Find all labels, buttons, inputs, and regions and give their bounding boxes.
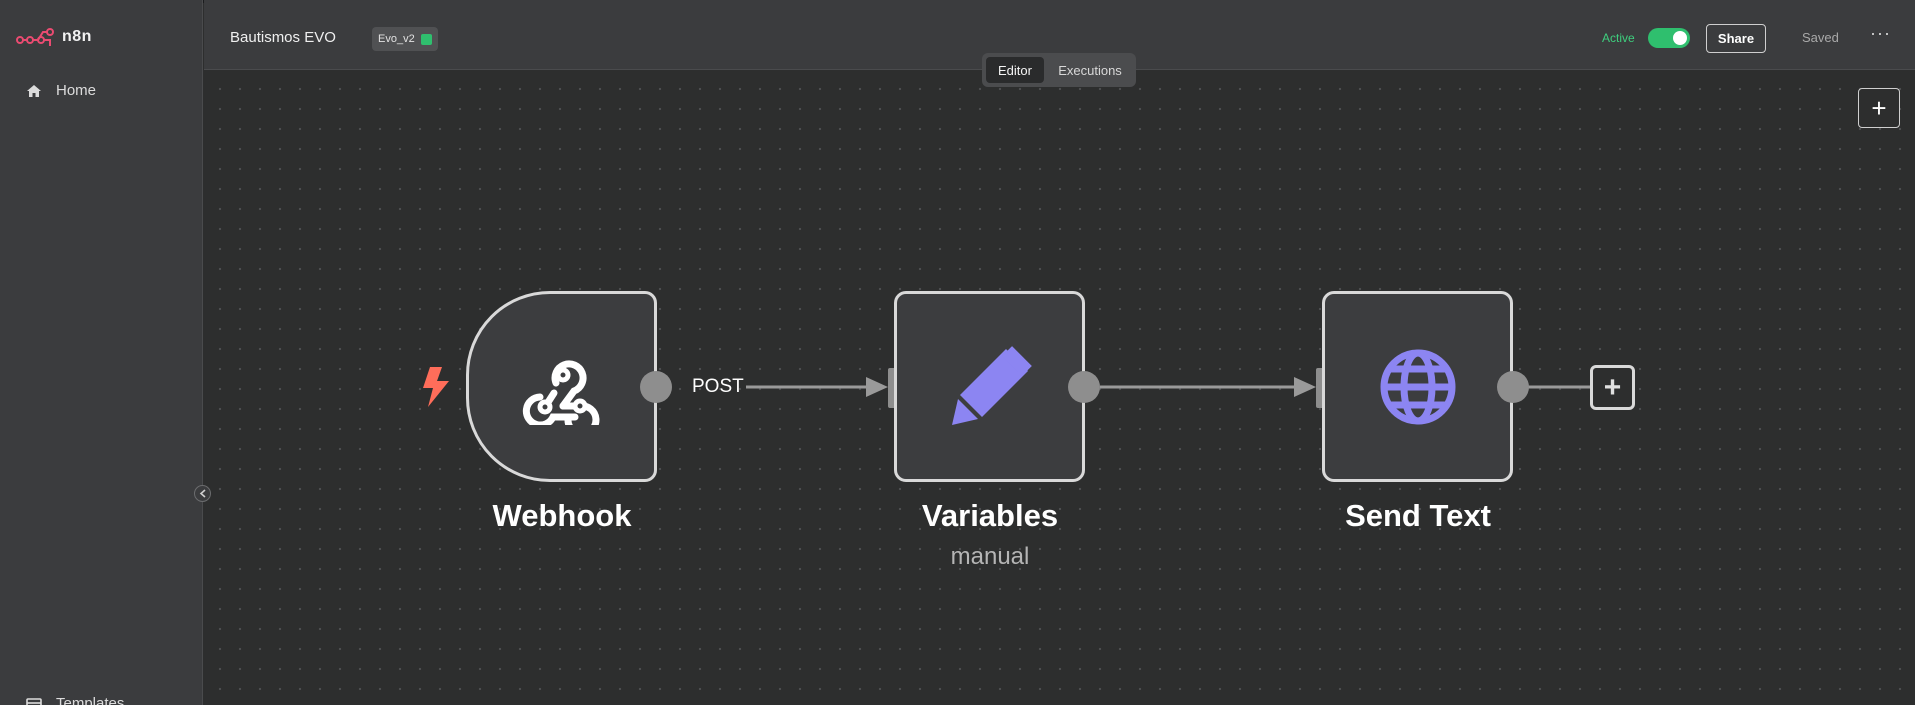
- globe-icon: [1378, 347, 1458, 427]
- tag-label: Evo_v2: [378, 33, 415, 45]
- pencil-icon: [948, 345, 1032, 429]
- edge-label: POST: [692, 376, 744, 397]
- view-switch: Editor Executions: [982, 53, 1136, 87]
- active-toggle[interactable]: [1648, 28, 1690, 48]
- send-text-output-handle[interactable]: [1497, 371, 1529, 403]
- webhook-output-handle[interactable]: [640, 371, 672, 403]
- sidebar-item-label: Home: [56, 82, 97, 99]
- sidebar-collapse-button[interactable]: [194, 485, 211, 502]
- plus-icon: +: [1871, 92, 1887, 123]
- more-options-icon[interactable]: ···: [1870, 23, 1891, 43]
- sidebar: n8n Home Templates: [0, 0, 203, 705]
- node-variables[interactable]: [894, 291, 1085, 482]
- sidebar-item-home[interactable]: Home: [26, 82, 96, 99]
- app-logo[interactable]: n8n: [16, 26, 92, 48]
- workflow-name[interactable]: Bautismos EVO: [230, 29, 336, 46]
- tab-editor[interactable]: Editor: [986, 57, 1044, 83]
- node-send-text[interactable]: [1322, 291, 1513, 482]
- add-node-button[interactable]: +: [1858, 88, 1900, 128]
- add-next-node-button[interactable]: +: [1590, 365, 1635, 410]
- variables-output-handle[interactable]: [1068, 371, 1100, 403]
- tag-color-swatch: [420, 33, 432, 45]
- node-title: Variables: [921, 498, 1059, 533]
- chevron-left-icon: [199, 489, 207, 498]
- plus-icon: +: [1603, 370, 1622, 404]
- node-title: Send Text: [1345, 498, 1491, 533]
- node-subtitle: manual: [950, 543, 1030, 570]
- templates-icon: [26, 697, 42, 705]
- workflow-tag[interactable]: Evo_v2: [372, 27, 438, 51]
- trigger-bolt-icon: [420, 365, 452, 409]
- node-title: Webhook: [492, 498, 632, 533]
- webhook-icon: [520, 349, 604, 425]
- sidebar-item-label: Templates: [56, 695, 125, 705]
- save-status: Saved: [1802, 30, 1839, 45]
- share-button[interactable]: Share: [1706, 24, 1766, 53]
- node-webhook[interactable]: [466, 291, 657, 482]
- home-icon: [26, 84, 42, 98]
- tab-executions[interactable]: Executions: [1058, 62, 1122, 78]
- active-label: Active: [1602, 31, 1635, 45]
- toggle-knob: [1673, 31, 1687, 45]
- n8n-logo-icon: [16, 26, 56, 48]
- sidebar-item-templates[interactable]: Templates: [26, 695, 124, 705]
- logo-text: n8n: [62, 28, 92, 45]
